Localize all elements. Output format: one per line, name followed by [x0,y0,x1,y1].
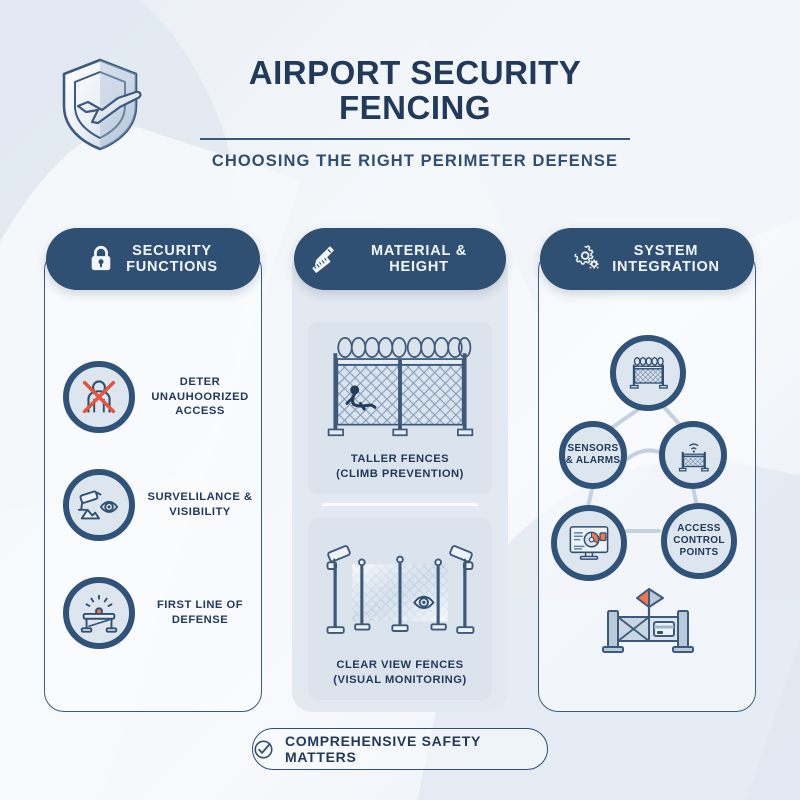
header: AIRPORT SECURITY FENCING CHOOSING THE RI… [0,38,800,188]
label-line-1: SENSORS [567,442,619,454]
label-line-2: & ALARMS [565,455,621,466]
node-sensors-alarms: SENSORS & ALARMS [559,421,627,489]
label-line-1: ACCESS [677,522,721,534]
card-header-label: SYSTEM INTEGRATION [612,243,720,275]
list-item: SURVELILANCE & VISIBILITY [63,469,263,541]
footer-badge[interactable]: COMPREHENSIVE SAFETY MATTERS [252,728,548,770]
ruler-pencil-icon [310,244,338,274]
node-diagram: SENSORS & ALARMS [539,335,757,585]
list-item-label: SURVELILANCE & VISIBILITY [147,490,253,520]
card-security-functions: DETER UNAUHOORIZED ACCESS [44,250,262,712]
label-line-1: SURVELILANCE & [147,491,253,504]
card-header-system-integration[interactable]: SYSTEM INTEGRATION [540,228,754,290]
cctv-camera-eye-icon [63,469,135,541]
gears-icon [574,244,602,274]
node-label: SENSORS & ALARMS [566,443,621,467]
clear-view-fence-with-cameras-icon [318,528,482,652]
panel-clear-view-fences: CLEAR VIEW FENCES (VISUAL MONITORING) [308,518,492,700]
panel-taller-fences: TALLER FENCES (CLIMB PREVENTION) [308,322,492,494]
card-header-security-functions[interactable]: SECURITY FUNCTIONS [46,228,260,290]
label-line-1: FIRST LINE OF [156,599,244,612]
chain-link-fence-with-barbed-wire-icon [318,330,482,446]
page-title: AIRPORT SECURITY FENCING [248,54,582,126]
caption-line-2: (VISUAL MONITORING) [333,674,467,687]
barrier-alarm-light-icon [63,577,135,649]
label-line-2: VISIBILITY [169,506,231,518]
card-header-label: SECURITY FUNCTIONS [126,243,218,275]
list-item: FIRST LINE OF DEFENSE [63,577,263,649]
label-line-2: INTEGRATION [612,259,720,275]
panel-caption: TALLER FENCES (CLIMB PREVENTION) [336,452,464,482]
node-fence-barbed [610,335,686,411]
check-circle-icon [253,739,274,760]
label-line-2: UNAUHOORIZED [151,390,249,403]
caption-line-1: CLEAR VIEW FENCES [336,659,464,671]
label-line-1: SYSTEM [633,242,699,259]
node-fence-sensor-signal [659,421,727,489]
no-person-access-icon [63,361,135,433]
card-system-integration: SENSORS & ALARMS [538,250,756,712]
node-label: ACCESS CONTROL POINTS [673,523,725,560]
card-header-label: MATERIAL & HEIGHT [370,242,468,275]
node-monitor-dashboard [551,505,627,581]
node-access-control-points: ACCESS CONTROL POINTS [661,503,737,579]
security-gate-card-reader-icon [594,581,704,671]
panel-caption: CLEAR VIEW FENCES (VISUAL MONITORING) [333,658,466,688]
cards-container: DETER UNAUHOORIZED ACCESS [0,228,800,712]
panel-divider [322,503,478,506]
card-material-and-height: TALLER FENCES (CLIMB PREVENTION) [292,250,508,712]
list-item-label: FIRST LINE OF DEFENSE [147,598,253,628]
card-header-material-and-height[interactable]: MATERIAL & HEIGHT [294,228,506,290]
label-line-3: POINTS [679,547,719,559]
label-line-2: CONTROL [673,534,725,546]
shield-airplane-logo-icon [52,54,148,154]
list-item: DETER UNAUHOORIZED ACCESS [63,361,263,433]
list-item-label: DETER UNAUHOORIZED ACCESS [147,375,253,419]
label-line-2: DEFENSE [171,614,229,626]
label-line-1: DETER [179,375,221,388]
label-line-1: SECURITY [132,242,212,259]
label-line-2: FUNCTIONS [126,259,218,275]
caption-line-1: TALLER FENCES [350,453,450,465]
title-divider [200,138,630,141]
footer-label: COMPREHENSIVE SAFETY MATTERS [285,733,481,765]
title-block: AIRPORT SECURITY FENCING CHOOSING THE RI… [180,54,650,171]
page-subtitle: CHOOSING THE RIGHT PERIMETER DEFENSE [211,152,619,171]
label-line-3: ACCESS [175,405,225,418]
caption-line-2: (CLIMB PREVENTION) [336,468,464,481]
padlock-icon [88,244,116,274]
